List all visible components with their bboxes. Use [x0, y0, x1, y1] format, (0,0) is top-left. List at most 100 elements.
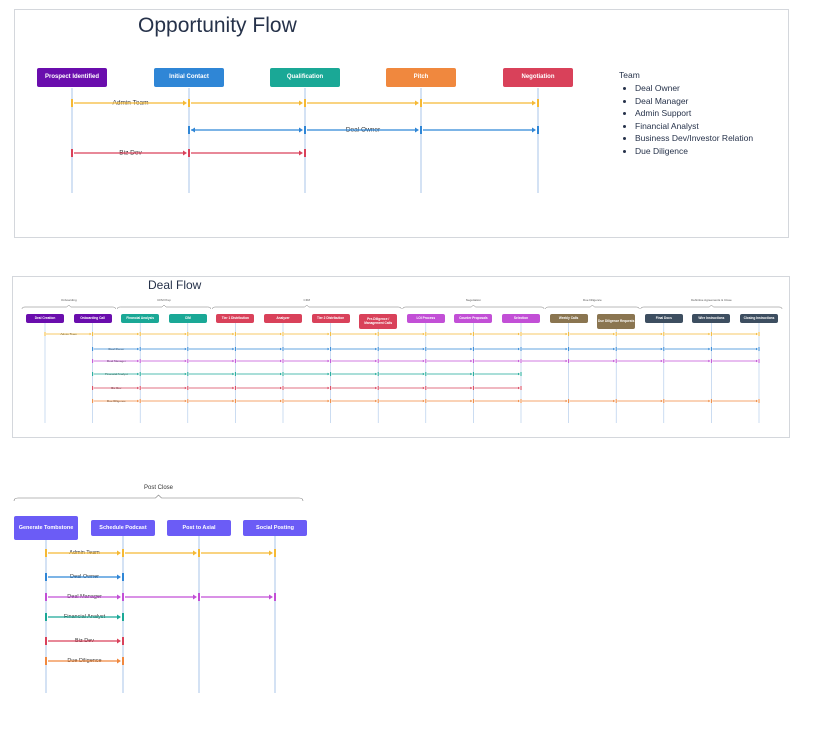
- arrow-head: [117, 658, 121, 664]
- arrow-head: [518, 347, 520, 351]
- arrow-head: [137, 359, 140, 363]
- arrow-head: [89, 332, 92, 336]
- arrow-head: [183, 150, 187, 156]
- arrow-head: [565, 359, 568, 363]
- deal-flow-title: Deal Flow: [148, 278, 202, 292]
- arrow-head: [117, 638, 121, 644]
- arrow-head: [613, 332, 616, 336]
- arrow-head: [193, 594, 197, 600]
- arrow-head: [613, 399, 616, 403]
- arrow-head: [518, 399, 520, 403]
- arrow-head: [708, 332, 711, 336]
- step-box-selection: Selection: [502, 314, 540, 323]
- arrow-head: [565, 332, 568, 336]
- team-title: Team: [619, 70, 640, 80]
- arrow-head: [756, 399, 758, 403]
- step-box-deal-creation: Deal Creation: [26, 314, 64, 323]
- arrow-head: [518, 386, 520, 390]
- arrow-head: [299, 150, 303, 156]
- arrow-head: [327, 372, 330, 376]
- post-close-label: Post Close: [143, 485, 174, 491]
- arrow-head: [280, 372, 282, 376]
- arrow-head: [299, 100, 303, 106]
- arrow-head: [532, 127, 536, 133]
- arrow-head: [708, 347, 711, 351]
- stage-group-label-due-diligence: Due Diligence: [583, 298, 602, 302]
- step-box-counter-proposals: Counter Proposals: [454, 314, 493, 323]
- stage-group-brace: [21, 304, 116, 310]
- arrow-head: [137, 399, 140, 403]
- arrow-head: [184, 332, 187, 336]
- arrow-head: [565, 347, 568, 351]
- arrow-head: [415, 100, 419, 106]
- stage-group-label-definitive-agreements-close: Definitive Agreements & Close: [691, 298, 732, 302]
- arrow-head: [137, 386, 140, 390]
- arrow-head: [280, 359, 282, 363]
- stage-group-label-cfm: CFM: [303, 298, 311, 302]
- arrow-head: [518, 372, 520, 376]
- arrow-head: [375, 332, 378, 336]
- step-box-wire-instructions: Wire Instructions: [692, 314, 731, 323]
- step-box-post-to-axial: Post to Axial: [167, 520, 231, 536]
- arrow-head: [532, 100, 536, 106]
- arrow-head: [184, 347, 187, 351]
- arrow-head: [470, 359, 473, 363]
- arrow-head: [183, 100, 187, 106]
- stage-group-label-cfm-prep: CFM Prep: [157, 298, 171, 302]
- arrow-head: [269, 550, 273, 556]
- arrow-head: [327, 347, 330, 351]
- arrow-head: [660, 347, 663, 351]
- arrow-head: [232, 399, 235, 403]
- arrow-head: [756, 359, 758, 363]
- step-box-due-diligence-requests: Due Diligence Requests: [597, 314, 636, 329]
- stage-group-label-negotiation: Negotiation: [465, 298, 481, 302]
- arrow-head: [375, 372, 378, 376]
- arrow-head: [708, 359, 711, 363]
- step-box-analyzer: Analyzer: [264, 314, 302, 323]
- arrow-head: [470, 332, 473, 336]
- arrow-head: [280, 399, 282, 403]
- arrow-head: [375, 359, 378, 363]
- arrow-head: [756, 332, 758, 336]
- arrow-head: [184, 372, 187, 376]
- arrow-head: [280, 332, 282, 336]
- arrow-head: [232, 372, 235, 376]
- stage-group-label-onboarding: Onboarding: [60, 298, 77, 302]
- arrow-head: [327, 332, 330, 336]
- arrow-head: [137, 332, 140, 336]
- team-member: Admin Support: [635, 108, 753, 118]
- step-box-closing-instructions: Closing Instructions: [740, 314, 778, 323]
- step-box-generate-tombstone: Generate Tombstone: [14, 516, 78, 540]
- opportunity-flow-title: Opportunity Flow: [138, 14, 297, 37]
- arrow-head: [117, 574, 121, 580]
- arrow-head: [327, 359, 330, 363]
- arrow-head: [613, 347, 616, 351]
- step-box-tier-1-distribution: Tier 1 Distribution: [216, 314, 255, 323]
- arrow-head: [422, 359, 425, 363]
- arrow-head: [660, 359, 663, 363]
- arrow-head: [470, 372, 473, 376]
- arrow-head: [756, 347, 758, 351]
- arrow-head: [422, 347, 425, 351]
- arrow-head: [660, 332, 663, 336]
- stage-group-brace: [545, 304, 640, 310]
- arrow-head: [422, 332, 425, 336]
- post-close-brace: [13, 494, 304, 502]
- step-box-tier-2-distribution: Tier 2 Distribution: [311, 314, 350, 323]
- arrow-head: [613, 359, 616, 363]
- stage-box-initial-contact: Initial Contact: [154, 68, 224, 87]
- arrow-head: [117, 594, 121, 600]
- step-box-final-docs: Final Docs: [644, 314, 683, 323]
- arrow-head: [280, 347, 282, 351]
- arrow-head: [415, 127, 419, 133]
- arrow-head: [232, 386, 235, 390]
- arrow-head: [375, 386, 378, 390]
- arrow-head: [470, 399, 473, 403]
- arrow-head: [708, 399, 711, 403]
- arrow-head: [660, 399, 663, 403]
- arrow-head: [375, 347, 378, 351]
- arrow-head: [232, 347, 235, 351]
